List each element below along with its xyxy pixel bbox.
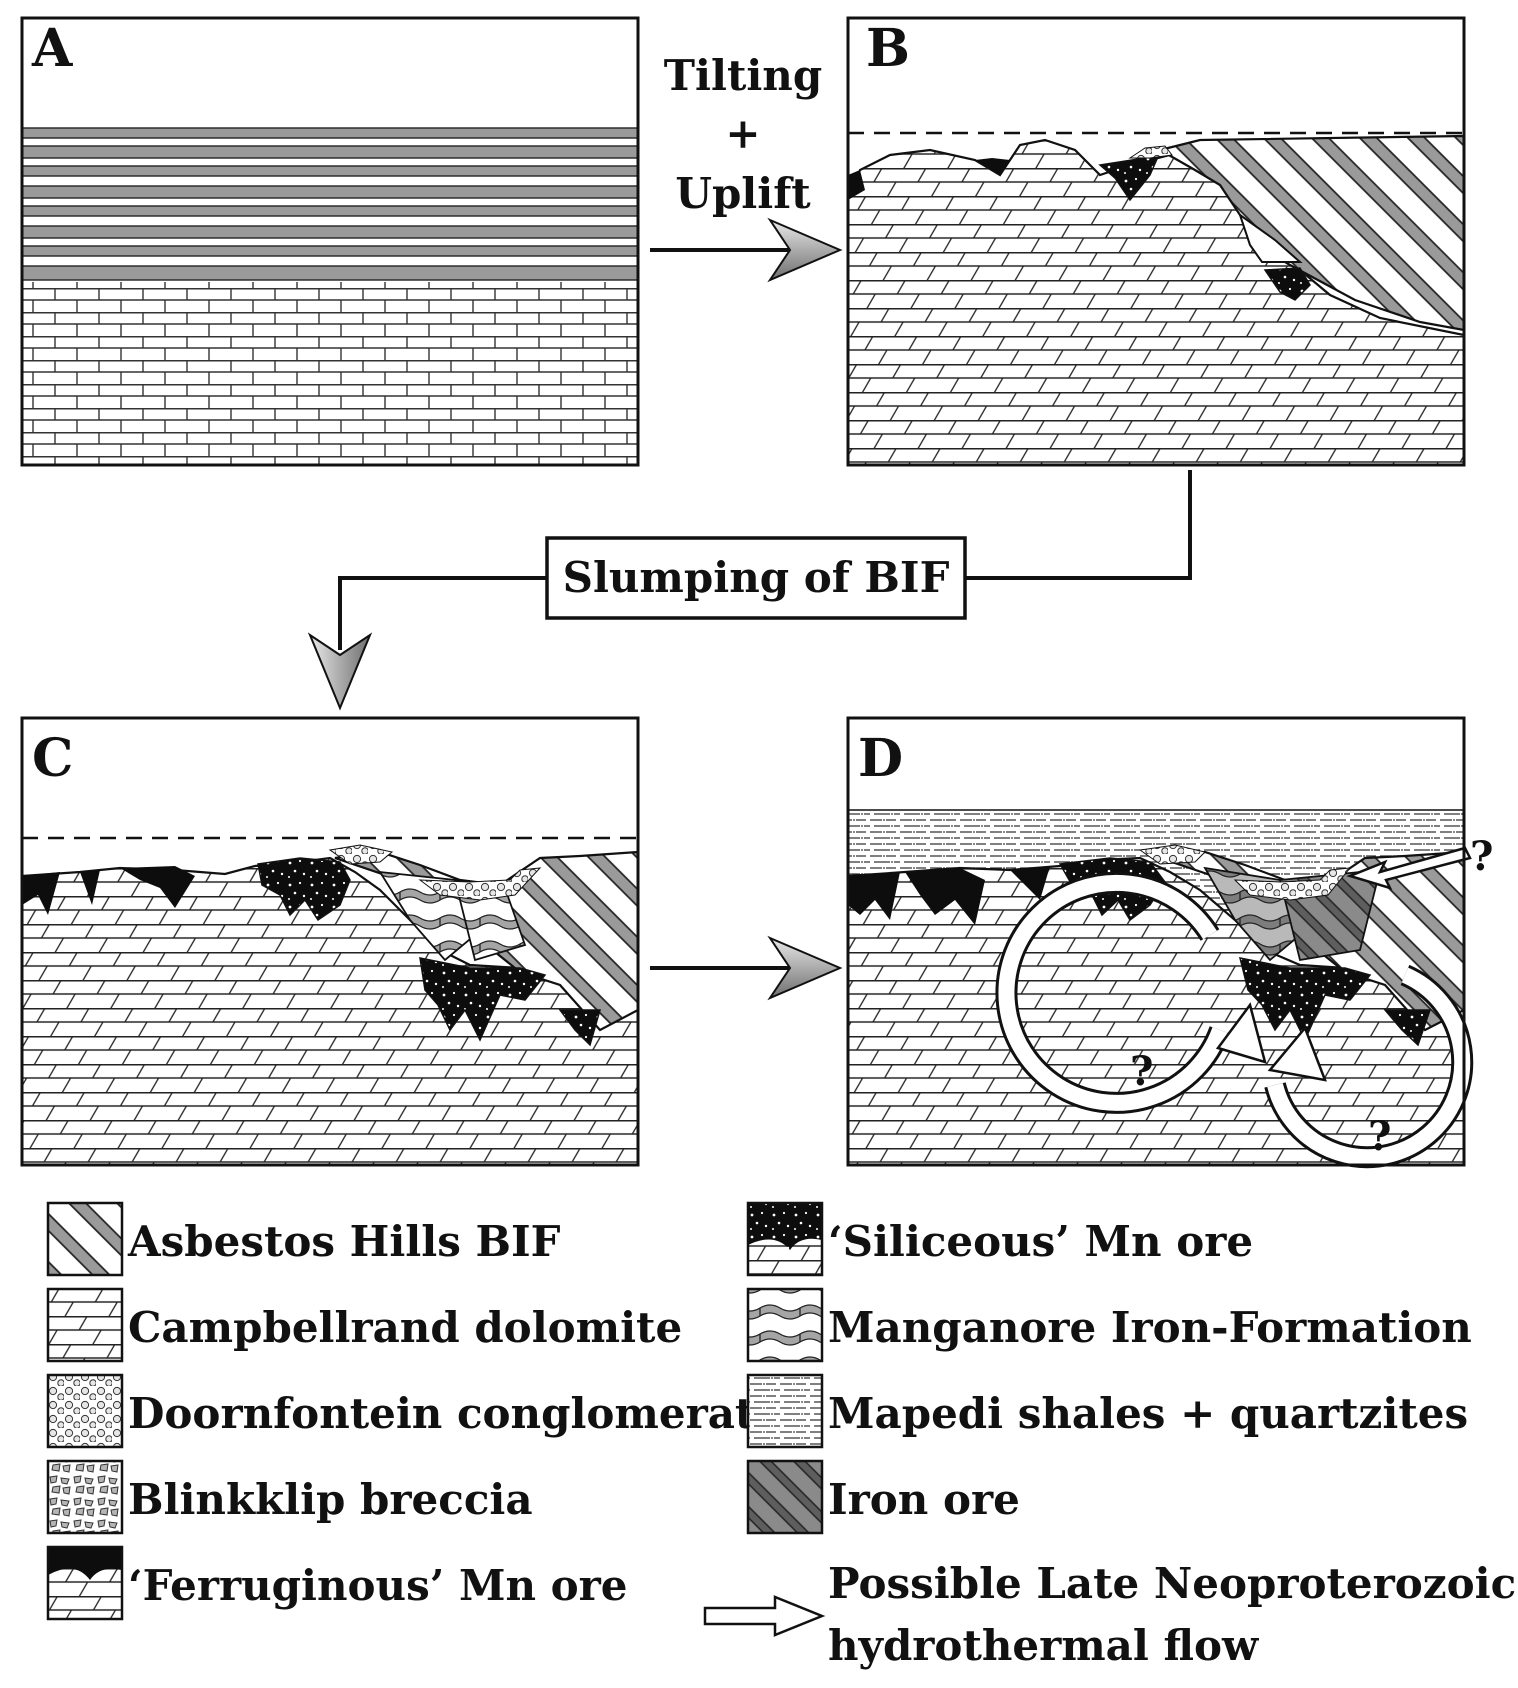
connector-b-right — [965, 470, 1192, 580]
legend-swatch-bif — [46, 1201, 124, 1277]
panel-b-bif — [1157, 134, 1464, 332]
panel-c-conglomerate-2 — [418, 867, 542, 901]
panel-a-strata — [22, 127, 638, 465]
panel-b-siliceous-ore-2 — [1263, 267, 1311, 301]
step-label-slumping: Slumping of BIF — [563, 553, 950, 602]
legend-label-ferruginous: ‘Ferruginous’ Mn ore — [128, 1561, 627, 1610]
legend-label-dolomite: Campbellrand dolomite — [128, 1303, 682, 1352]
legend-item-iron-ore: Iron ore — [746, 1459, 1020, 1535]
arrow-c-to-d-head — [767, 935, 843, 1001]
panel-c-siliceous-ore-3 — [558, 1009, 601, 1047]
legend-swatch-ferruginous — [46, 1545, 124, 1621]
panel-d-flow-loops: ? ? — [995, 871, 1474, 1169]
incoming-flow-arrow — [1346, 846, 1472, 891]
legend-label-manganore: Manganore Iron-Formation — [828, 1303, 1472, 1352]
step-label-plus: + — [725, 109, 760, 158]
legend: Asbestos Hills BIF Campbellrand dolomite… — [46, 1201, 1516, 1670]
panel-d-letter: D — [858, 728, 903, 789]
panel-c-letter: C — [32, 728, 73, 789]
legend-item-bif: Asbestos Hills BIF — [46, 1201, 561, 1277]
legend-label-flow-line2: hydrothermal flow — [828, 1621, 1259, 1670]
legend-item-siliceous: ‘Siliceous’ Mn ore — [746, 1201, 1253, 1277]
panel-b-letter: B — [866, 18, 910, 79]
connector-c-left — [338, 576, 547, 650]
legend-label-breccia: Blinkklip breccia — [128, 1475, 533, 1524]
panel-b-conglomerate — [1128, 145, 1173, 159]
legend-item-dolomite: Campbellrand dolomite — [46, 1287, 682, 1363]
panel-d-ferruginous-ore-3 — [1010, 866, 1050, 900]
legend-item-breccia: Blinkklip breccia — [46, 1459, 533, 1535]
slumping-box — [545, 536, 967, 620]
arrow-b-to-c-head — [307, 632, 373, 711]
panel-c-conglomerate — [328, 844, 394, 865]
legend-label-siliceous: ‘Siliceous’ Mn ore — [828, 1217, 1253, 1266]
panel-c: C — [20, 716, 640, 1167]
panel-a-bif-layers — [22, 127, 638, 281]
step-slumping: Slumping of BIF — [307, 470, 1192, 711]
flow-loop-right — [1267, 967, 1471, 1166]
panel-c-ferruginous-ore — [22, 872, 60, 915]
legend-swatch-manganore — [746, 1287, 824, 1363]
legend-item-hydrothermal-flow: Possible Late Neoproterozoic hydrotherma… — [703, 1559, 1516, 1670]
legend-swatch-iron-ore — [746, 1459, 824, 1535]
legend-label-flow-line1: Possible Late Neoproterozoic — [828, 1559, 1516, 1608]
panel-c-ferruginous-ore-3 — [120, 866, 195, 908]
panel-b-cavity — [1238, 212, 1303, 263]
panel-b-ferruginous-ore-2 — [975, 158, 1010, 175]
panel-a-dolomite — [22, 282, 638, 465]
legend-swatch-shales — [746, 1373, 824, 1449]
panel-d-ferruginous-ore — [848, 872, 900, 920]
arrow-a-to-b-head — [767, 217, 843, 283]
legend-swatch-dolomite — [46, 1287, 124, 1363]
panel-d-incoming-flow: ? — [1346, 833, 1493, 891]
step-label-uplift: Uplift — [675, 169, 811, 218]
panel-c-siliceous-ore — [257, 857, 351, 922]
legend-swatch-siliceous — [746, 1201, 824, 1277]
panel-b: B — [846, 16, 1466, 467]
legend-item-manganore: Manganore Iron-Formation — [746, 1287, 1472, 1363]
legend-swatch-flow-arrow — [703, 1595, 826, 1637]
legend-item-conglomerate: Doornfontein conglomerate — [46, 1373, 781, 1449]
panel-d: ? ? ? D — [846, 716, 1493, 1169]
arrow-c-to-d — [650, 935, 843, 1001]
question-mark-left: ? — [1130, 1048, 1153, 1095]
legend-label-iron-ore: Iron ore — [828, 1475, 1020, 1524]
panel-c-ferruginous-ore-2 — [80, 870, 100, 905]
step-tilting-uplift: Tilting + Uplift — [650, 51, 843, 283]
legend-item-ferruginous: ‘Ferruginous’ Mn ore — [46, 1545, 627, 1621]
flow-arrowhead-left — [1215, 1002, 1267, 1064]
legend-label-shales: Mapedi shales + quartzites — [828, 1389, 1468, 1438]
legend-item-shales: Mapedi shales + quartzites — [746, 1373, 1468, 1449]
flow-loop-left — [998, 874, 1228, 1111]
question-mark-right: ? — [1470, 833, 1493, 880]
step-label-tilting: Tilting — [664, 51, 822, 100]
legend-swatch-breccia — [46, 1459, 124, 1535]
panel-d-siliceous-ore-2 — [1238, 957, 1372, 1042]
panel-a-letter: A — [31, 18, 73, 79]
legend-label-bif: Asbestos Hills BIF — [127, 1217, 561, 1266]
legend-label-conglomerate: Doornfontein conglomerate — [128, 1389, 781, 1438]
panel-d-conglomerate-2 — [1233, 867, 1352, 901]
panel-c-siliceous-ore-2 — [419, 957, 547, 1042]
panel-d-conglomerate — [1138, 844, 1206, 865]
panel-d-ferruginous-ore-2 — [905, 868, 985, 925]
question-mark-bottom: ? — [1368, 1113, 1391, 1160]
panel-a: A — [20, 16, 640, 467]
legend-swatch-conglomerate — [46, 1373, 124, 1449]
panel-b-ferruginous-ore — [848, 170, 865, 200]
panel-d-siliceous-ore-3 — [1383, 1009, 1432, 1047]
flow-arrowhead-right — [1267, 1025, 1327, 1082]
